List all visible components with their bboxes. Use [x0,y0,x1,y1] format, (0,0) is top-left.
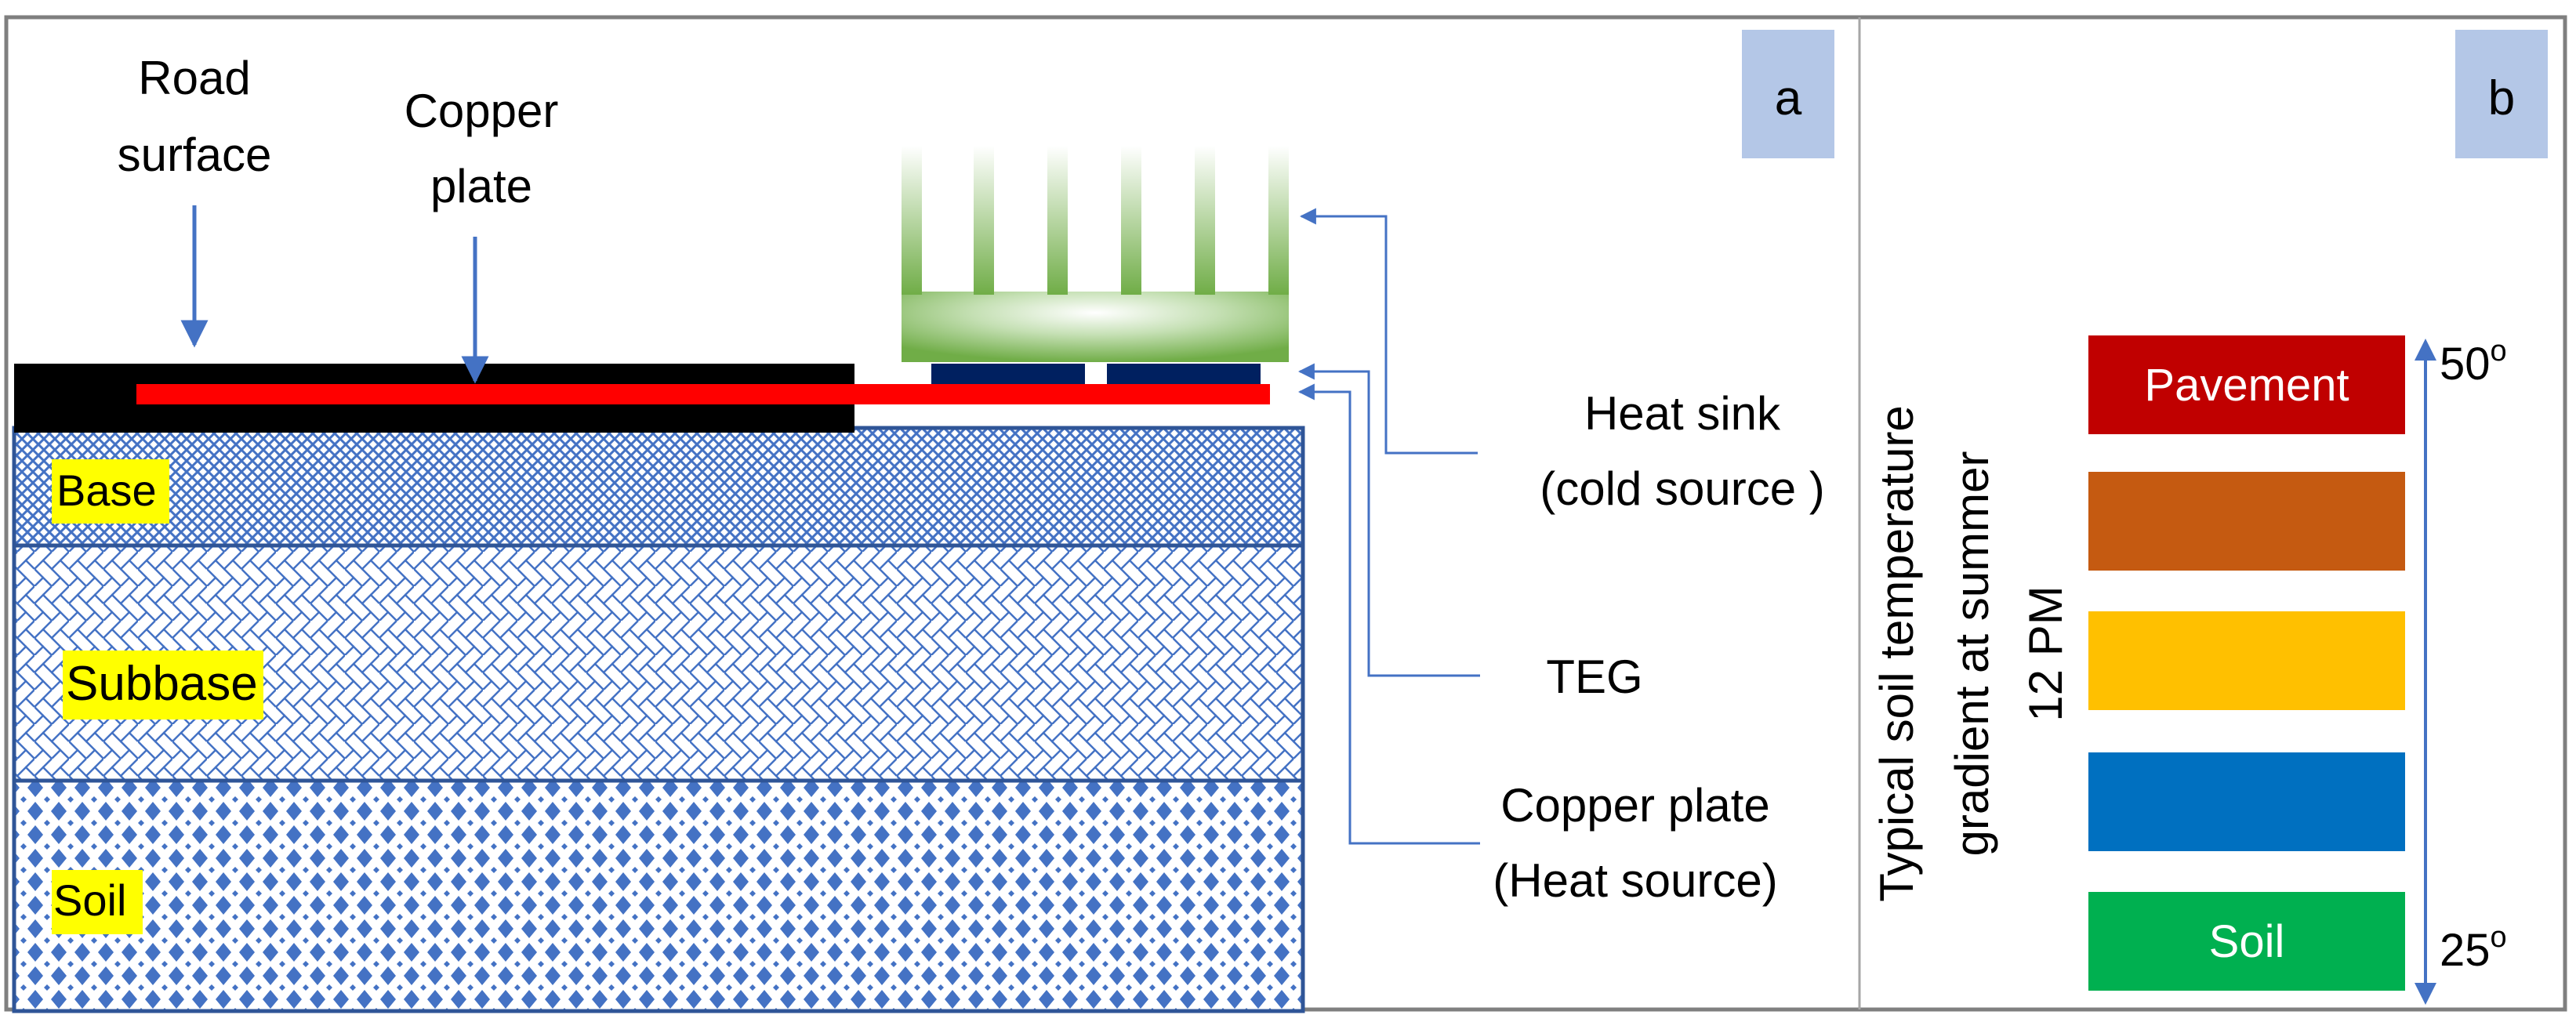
panel-a-label: a [1775,71,1802,125]
panel-a: a Base Subbase Soil Road surfa [12,30,1834,1013]
base-label-bg [52,459,169,524]
heat-sink-callout-line2: (cold source ) [1540,462,1824,515]
heat-sink-connector [1299,208,1478,455]
bottom-temperature: 25o [2440,921,2507,976]
copper-plate [136,384,1270,404]
teg-block [931,364,1085,384]
panel-b-label: b [2488,71,2515,125]
heat-sink [902,146,1289,362]
teg-callout: TEG [1546,651,1642,703]
heat-sink-callout-line1: Heat sink [1584,387,1781,440]
panel-a-label-box [1742,30,1834,158]
copper-plate-callout-line2: plate [430,160,532,212]
road-surface-callout-line1: Road [138,52,250,104]
teg-block [1107,364,1261,384]
soil-layer [12,778,1305,1013]
teg-connector [1297,363,1480,677]
subbase-label-bg [63,651,263,719]
vertical-title-line2: gradient at summer [1946,451,1998,857]
copper-plate-right-callout-line2: (Heat source) [1493,854,1777,907]
copper-plate-connector [1297,383,1480,845]
temperature-bar [2088,752,2405,851]
temperature-bar [2088,472,2405,571]
temperature-bar [2088,335,2405,434]
temperature-bar [2088,892,2405,991]
copper-plate-callout-line1: Copper [405,85,559,137]
temperature-bar-label: Soil [2209,916,2285,967]
subbase-label: Subbase [66,657,258,711]
temperature-bar [2088,611,2405,710]
temperature-bar-label: Pavement [2144,360,2349,411]
panel-b-label-box [2455,30,2548,158]
temperature-arrow-head-down [2415,983,2436,1005]
panel-b: b Typical soil temperature gradient at s… [1870,30,2548,1005]
top-temperature: 50o [2440,335,2507,390]
vertical-title-line3: 12 PM [2019,585,2072,721]
soil-label: Soil [53,875,126,925]
soil-label-bg [52,870,143,934]
temperature-arrow-head-up [2415,339,2436,361]
vertical-title-line1: Typical soil temperature [1870,405,1923,902]
base-layer [12,426,1305,548]
base-label: Base [56,466,157,515]
road-surface-callout-line2: surface [118,129,272,181]
copper-plate-right-callout-line1: Copper plate [1500,779,1770,832]
